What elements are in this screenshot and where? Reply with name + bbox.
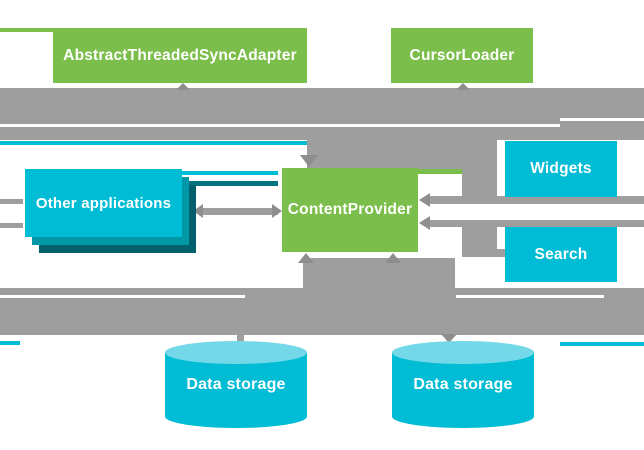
- arrow-band-bottom-seam-left: [0, 294, 245, 298]
- cylinder-right-bottom: [392, 405, 534, 428]
- arrow-band-bottom-seam-right: [456, 294, 604, 298]
- arrow-lobe-right-of-contentprovider: [418, 140, 497, 172]
- arrowhead-up-cp-right-icon: [385, 252, 401, 263]
- green-streak: [418, 169, 462, 174]
- arrowhead-up-syncadapter-icon: [176, 83, 190, 90]
- arrow-shaft-widgets: [430, 196, 644, 204]
- arrow-shaft-search: [430, 219, 644, 227]
- cylinder-left-bottom: [165, 405, 307, 428]
- arrowhead-up-cp-left-icon: [298, 252, 314, 263]
- arrow-band-top-seam-right: [560, 117, 644, 121]
- arrow-band-top: [0, 88, 644, 140]
- arrowhead-down-contentprovider-icon: [300, 155, 318, 167]
- arrowhead-right-otherapps-icon: [272, 203, 282, 218]
- box-contentprovider-label: ContentProvider: [287, 201, 413, 218]
- cylinder-left-label: Data storage: [186, 376, 286, 393]
- arrow-band-top-seam: [0, 124, 560, 127]
- box-abstractthreadedsyncadapter: AbstractThreadedSyncAdapter: [53, 28, 307, 83]
- box-widgets-label: Widgets: [530, 160, 592, 177]
- box-other-applications: Other applications: [25, 169, 182, 237]
- arrow-tick-storage-left: [237, 334, 244, 341]
- arrowhead-left-widgets-icon: [419, 193, 430, 207]
- cyan-streak-otherapps: [182, 170, 278, 175]
- box-contentprovider: ContentProvider: [282, 168, 418, 252]
- box-search-label: Search: [534, 245, 588, 263]
- arrow-left-edge-1: [0, 199, 23, 204]
- teal-streak-otherapps: [182, 180, 278, 186]
- cyan-streak-bottom-left: [0, 341, 20, 345]
- box-other-applications-label: Other applications: [35, 194, 172, 212]
- cyan-streak-top-left: [0, 140, 307, 145]
- arrow-shaft-otherapps: [202, 207, 278, 215]
- box-search: Search: [505, 227, 617, 282]
- cylinder-left-top: [165, 341, 307, 364]
- arrowhead-up-cursorloader-icon: [456, 83, 470, 90]
- cylinder-right-label: Data storage: [413, 376, 513, 393]
- cyan-streak-bottom-right: [560, 342, 644, 346]
- arrow-into-search: [462, 248, 505, 257]
- green-streak-top-left: [0, 28, 53, 32]
- arrowhead-down-storage-right-icon: [441, 334, 457, 343]
- arrow-column-contentprovider-storage: [303, 258, 455, 290]
- cylinder-right-top: [392, 341, 534, 364]
- box-abstractthreadedsyncadapter-label: AbstractThreadedSyncAdapter: [63, 46, 297, 64]
- arrow-left-edge-2: [0, 223, 23, 228]
- arrowhead-left-otherapps-icon: [193, 203, 203, 218]
- arrow-column-to-contentprovider: [307, 140, 418, 168]
- box-cursorloader-label: CursorLoader: [409, 46, 515, 64]
- box-cursorloader: CursorLoader: [391, 28, 533, 83]
- box-widgets: Widgets: [505, 141, 617, 197]
- arrowhead-left-search-icon: [419, 216, 430, 230]
